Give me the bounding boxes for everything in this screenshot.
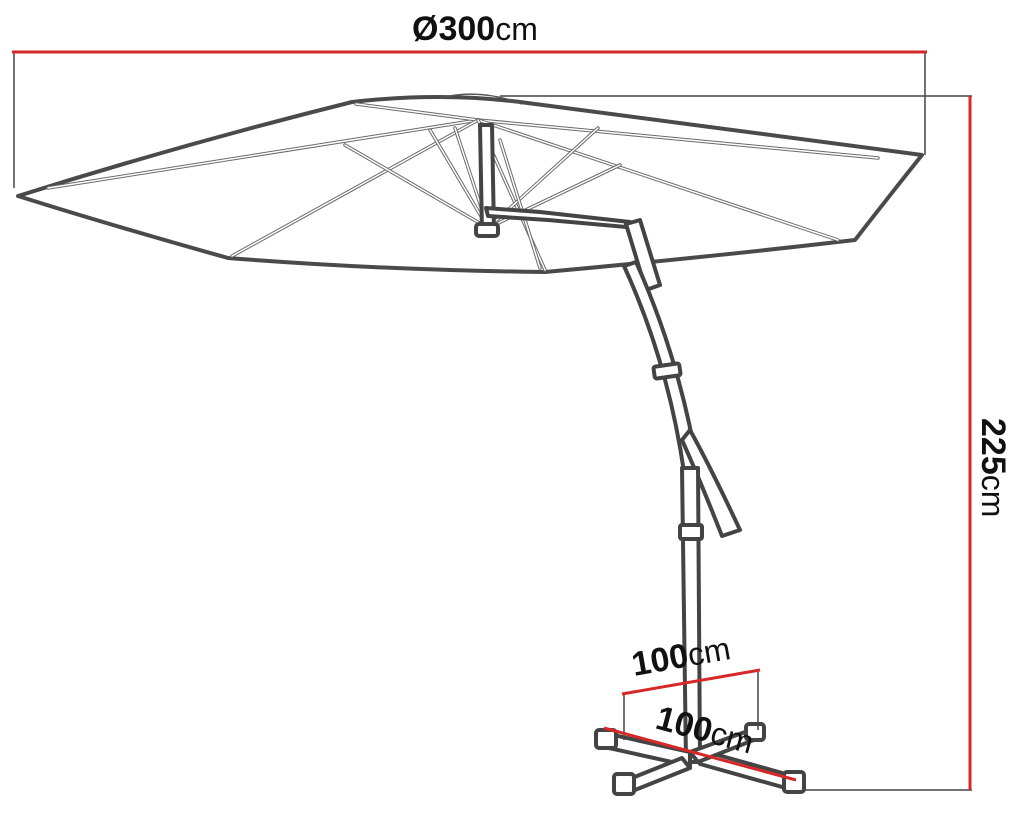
pole-sleeve	[678, 523, 704, 541]
base-foot-right	[782, 770, 806, 794]
base-width-label: 100cm	[629, 629, 733, 684]
diameter-dimension: Ø300cm	[12, 10, 927, 188]
umbrella-frame	[484, 206, 742, 764]
diameter-label: Ø300cm	[412, 10, 538, 48]
base-foot-left	[594, 728, 618, 750]
pole-clamp	[651, 361, 683, 381]
canopy-lower-hub	[474, 222, 500, 238]
base-foot-back	[744, 722, 766, 742]
base-depth-dimension-line	[603, 726, 797, 782]
canopy-outline	[16, 95, 924, 274]
cantilever-arm	[484, 206, 640, 230]
height-dimension: 225cm	[500, 95, 1012, 791]
height-label: 225cm	[974, 418, 1012, 517]
base-foot-front	[612, 772, 636, 796]
canopy-ribs	[46, 102, 880, 272]
base-width-dimension-line	[621, 668, 761, 696]
umbrella-canopy	[16, 93, 924, 274]
crank-handle	[680, 428, 742, 538]
canopy-top-cap	[439, 93, 523, 105]
